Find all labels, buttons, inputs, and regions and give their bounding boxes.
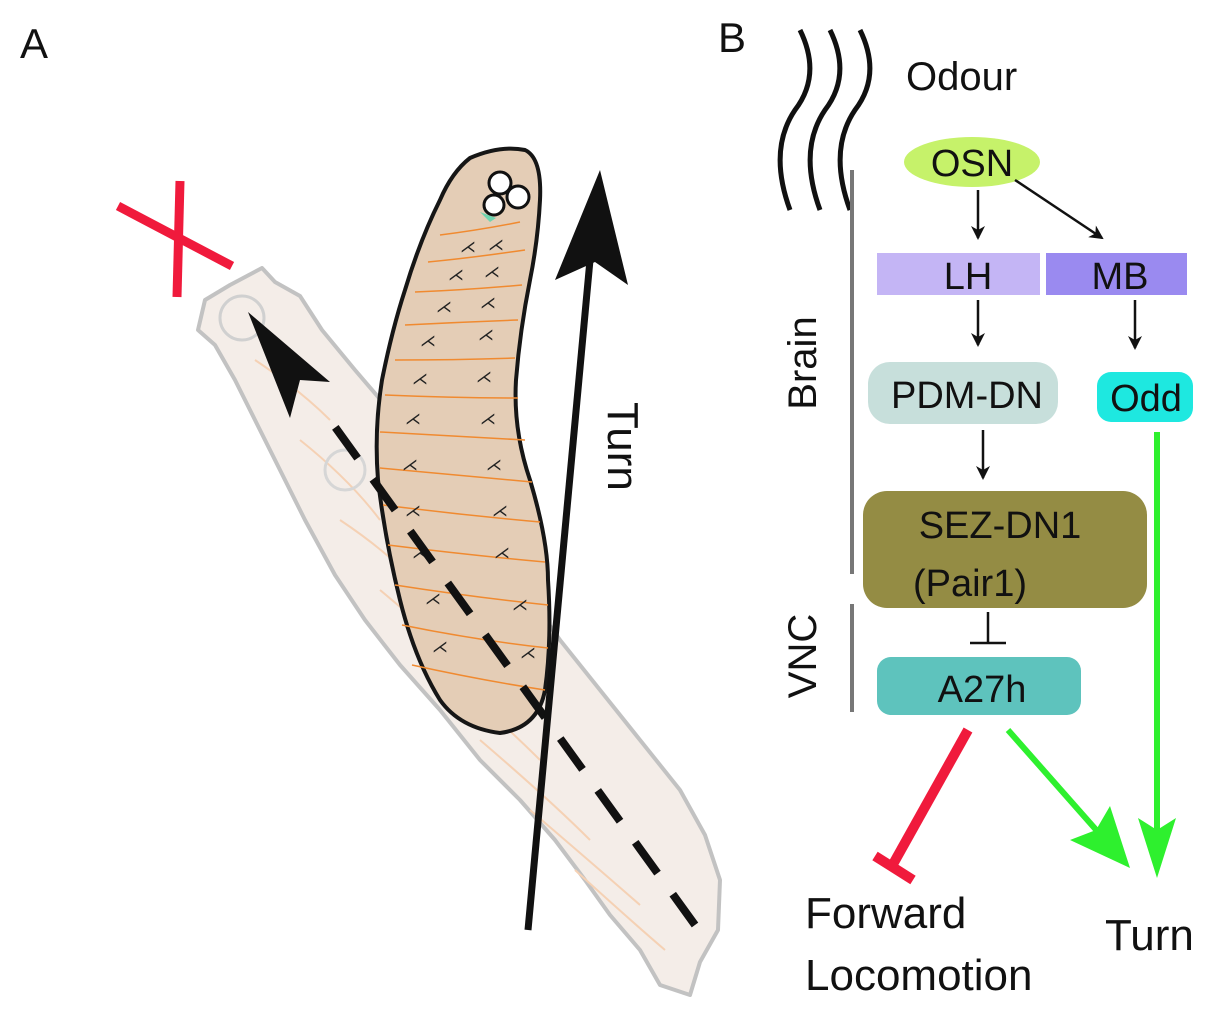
panel-a: A xyxy=(20,20,722,997)
turn-output-label: Turn xyxy=(1105,911,1194,960)
svg-text:⋌: ⋌ xyxy=(484,264,500,281)
svg-text:⋌: ⋌ xyxy=(512,597,528,614)
previous-heading-arrowhead xyxy=(248,312,330,418)
larva-head-icon xyxy=(480,170,531,222)
svg-text:⋌: ⋌ xyxy=(480,411,496,428)
turn-heading-arrowhead xyxy=(555,170,628,285)
odd-node: Odd xyxy=(1097,372,1193,422)
svg-text:⋌: ⋌ xyxy=(460,239,476,256)
forward-label-line2: Locomotion xyxy=(805,951,1032,1000)
svg-text:⋌: ⋌ xyxy=(486,457,502,474)
svg-text:⋌: ⋌ xyxy=(480,295,496,312)
sez-dn1-node: SEZ-DN1 (Pair1) xyxy=(863,491,1147,608)
odour-wave-icon xyxy=(777,28,873,211)
pathway-arrows xyxy=(971,178,1142,480)
excite-to-turn-arrows xyxy=(1005,432,1176,878)
lh-node: LH xyxy=(877,253,1040,298)
svg-text:⋌: ⋌ xyxy=(432,639,448,656)
sez-dn1-label-line1: SEZ-DN1 xyxy=(919,505,1082,547)
larva-current: ⋌⋌ ⋌⋌ ⋌⋌ ⋌⋌ ⋌⋌ ⋌⋌ ⋌⋌ ⋌⋌ ⋌⋌ ⋌⋌ ⋌⋌ xyxy=(374,146,552,736)
rejected-direction-x-icon xyxy=(115,180,235,298)
svg-text:⋌: ⋌ xyxy=(402,457,418,474)
sez-dn1-label-line2: (Pair1) xyxy=(913,563,1027,605)
svg-text:⋌: ⋌ xyxy=(425,591,441,608)
pdm-dn-label: PDM-DN xyxy=(891,375,1043,417)
lh-label: LH xyxy=(944,256,993,298)
svg-text:⋌: ⋌ xyxy=(448,267,464,284)
svg-text:⋌: ⋌ xyxy=(520,645,536,662)
a27h-label: A27h xyxy=(938,669,1027,711)
osn-label: OSN xyxy=(931,143,1013,185)
vnc-region-label: VNC xyxy=(781,614,825,698)
mb-node: MB xyxy=(1046,253,1187,298)
svg-text:⋌: ⋌ xyxy=(492,503,508,520)
svg-text:⋌: ⋌ xyxy=(436,299,452,316)
svg-text:⋌: ⋌ xyxy=(420,333,436,350)
svg-text:⋌: ⋌ xyxy=(494,545,510,562)
svg-text:⋌: ⋌ xyxy=(478,327,494,344)
turn-heading-line xyxy=(524,259,594,931)
inhibit-sez-to-a27h xyxy=(970,612,1006,645)
panel-b-label: B xyxy=(718,14,746,61)
previous-heading-dashed-line xyxy=(326,417,699,928)
osn-node: OSN xyxy=(904,137,1040,187)
forward-label-line1: Forward xyxy=(805,889,966,938)
odour-label: Odour xyxy=(906,55,1017,99)
svg-text:⋌: ⋌ xyxy=(488,237,504,254)
pdm-dn-node: PDM-DN xyxy=(868,362,1058,424)
odd-label: Odd xyxy=(1110,378,1182,420)
arrow-osn-to-mb xyxy=(1014,178,1104,240)
brain-region-label: Brain xyxy=(781,316,825,409)
svg-text:⋌: ⋌ xyxy=(476,369,492,386)
a27h-node: A27h xyxy=(877,657,1081,715)
panel-b: B Odour Brain VNC OSN LH MB xyxy=(718,14,1194,1000)
panel-a-label: A xyxy=(20,20,48,67)
svg-text:⋌: ⋌ xyxy=(412,371,428,388)
inhibit-a27h-to-forward xyxy=(872,727,973,885)
turn-label-rotated: Turn xyxy=(598,402,647,491)
larva-segments xyxy=(379,221,549,691)
mb-label: MB xyxy=(1092,256,1149,298)
svg-text:⋌: ⋌ xyxy=(405,503,421,520)
svg-text:⋌: ⋌ xyxy=(405,411,421,428)
